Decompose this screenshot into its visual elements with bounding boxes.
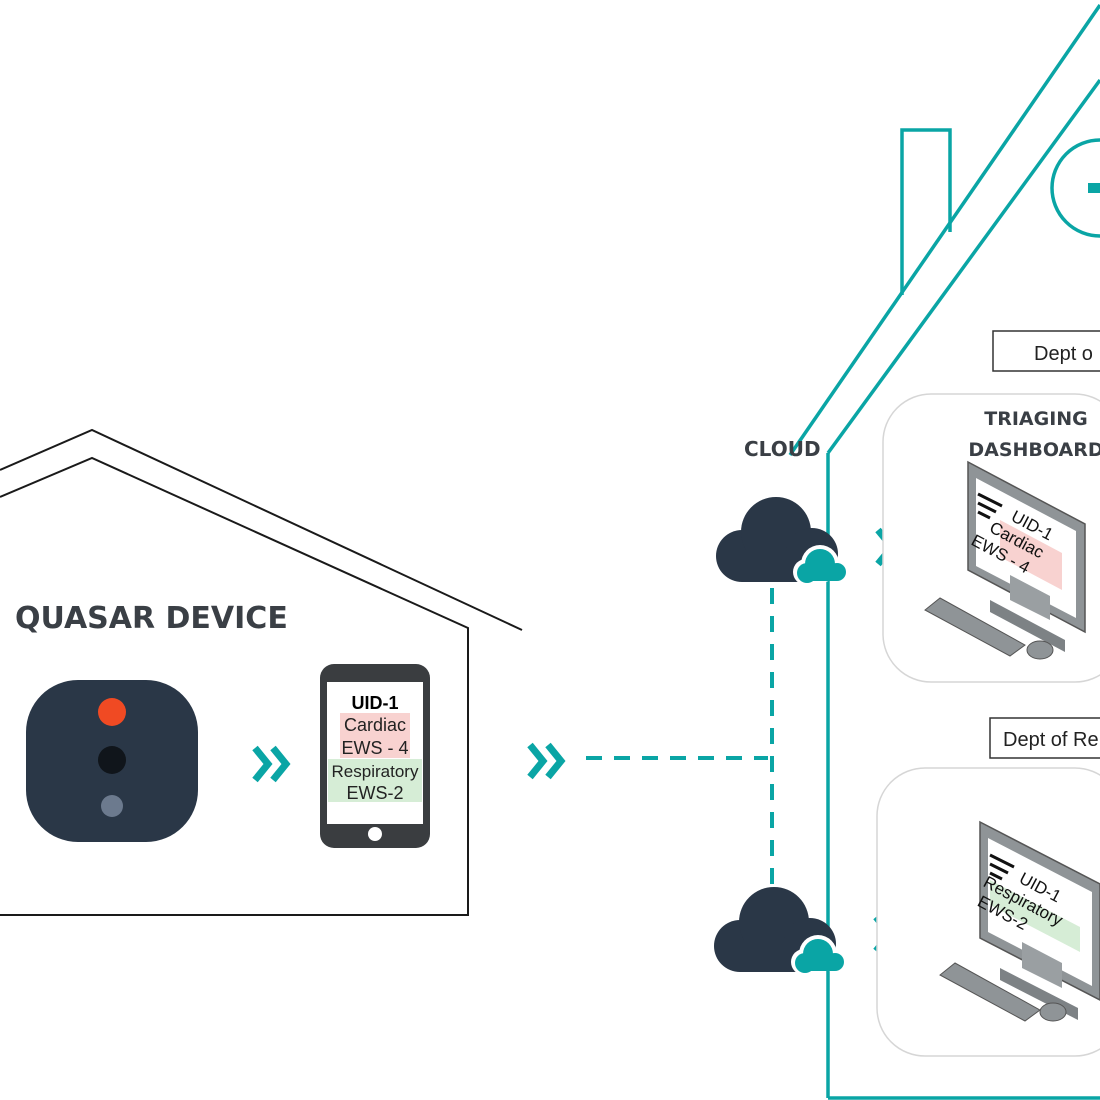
device-label: QUASAR DEVICE	[15, 601, 288, 636]
phone-uid: UID-1	[351, 693, 398, 713]
phone-device: UID-1 Cardiac EWS - 4 Respiratory EWS-2	[320, 664, 430, 848]
phone-respiratory-ews: EWS-2	[346, 783, 403, 803]
dashboard-title-line1: TRIAGING	[984, 408, 1088, 430]
monitor-top: UID-1 Cardiac EWS - 4	[924, 460, 1086, 660]
respiratory-highlight	[328, 759, 422, 802]
chevron-icon	[252, 745, 291, 783]
red-indicator-icon	[98, 698, 126, 726]
dept-top-label-box	[992, 330, 1100, 372]
grey-indicator-icon	[101, 795, 123, 817]
dashboard-title-line2: DASHBOARD	[968, 439, 1100, 461]
dept-top-label: Dept o	[1034, 343, 1093, 365]
phone-respiratory: Respiratory	[332, 762, 419, 781]
phone-home-button-icon	[368, 827, 382, 841]
chevron-icon	[527, 742, 566, 780]
signal-bars-icon	[977, 492, 1003, 520]
dept-bottom-label: Dept of Re	[1003, 729, 1099, 751]
quasar-device	[26, 680, 198, 842]
signal-bars-icon	[989, 853, 1015, 881]
cardiac-highlight	[340, 713, 410, 758]
phone-cardiac-ews: EWS - 4	[341, 738, 408, 758]
dept-bottom-label-box	[989, 717, 1100, 759]
home-house-outline	[0, 428, 523, 916]
dashed-connection	[586, 588, 774, 900]
cloud-label: CLOUD	[744, 437, 821, 461]
black-indicator-icon	[98, 746, 126, 774]
monitor-bottom: UID-1 Respiratory EWS-2	[939, 820, 1100, 1022]
cloud-icon	[716, 497, 850, 585]
phone-cardiac: Cardiac	[344, 715, 406, 735]
cloud-icon	[714, 887, 848, 975]
